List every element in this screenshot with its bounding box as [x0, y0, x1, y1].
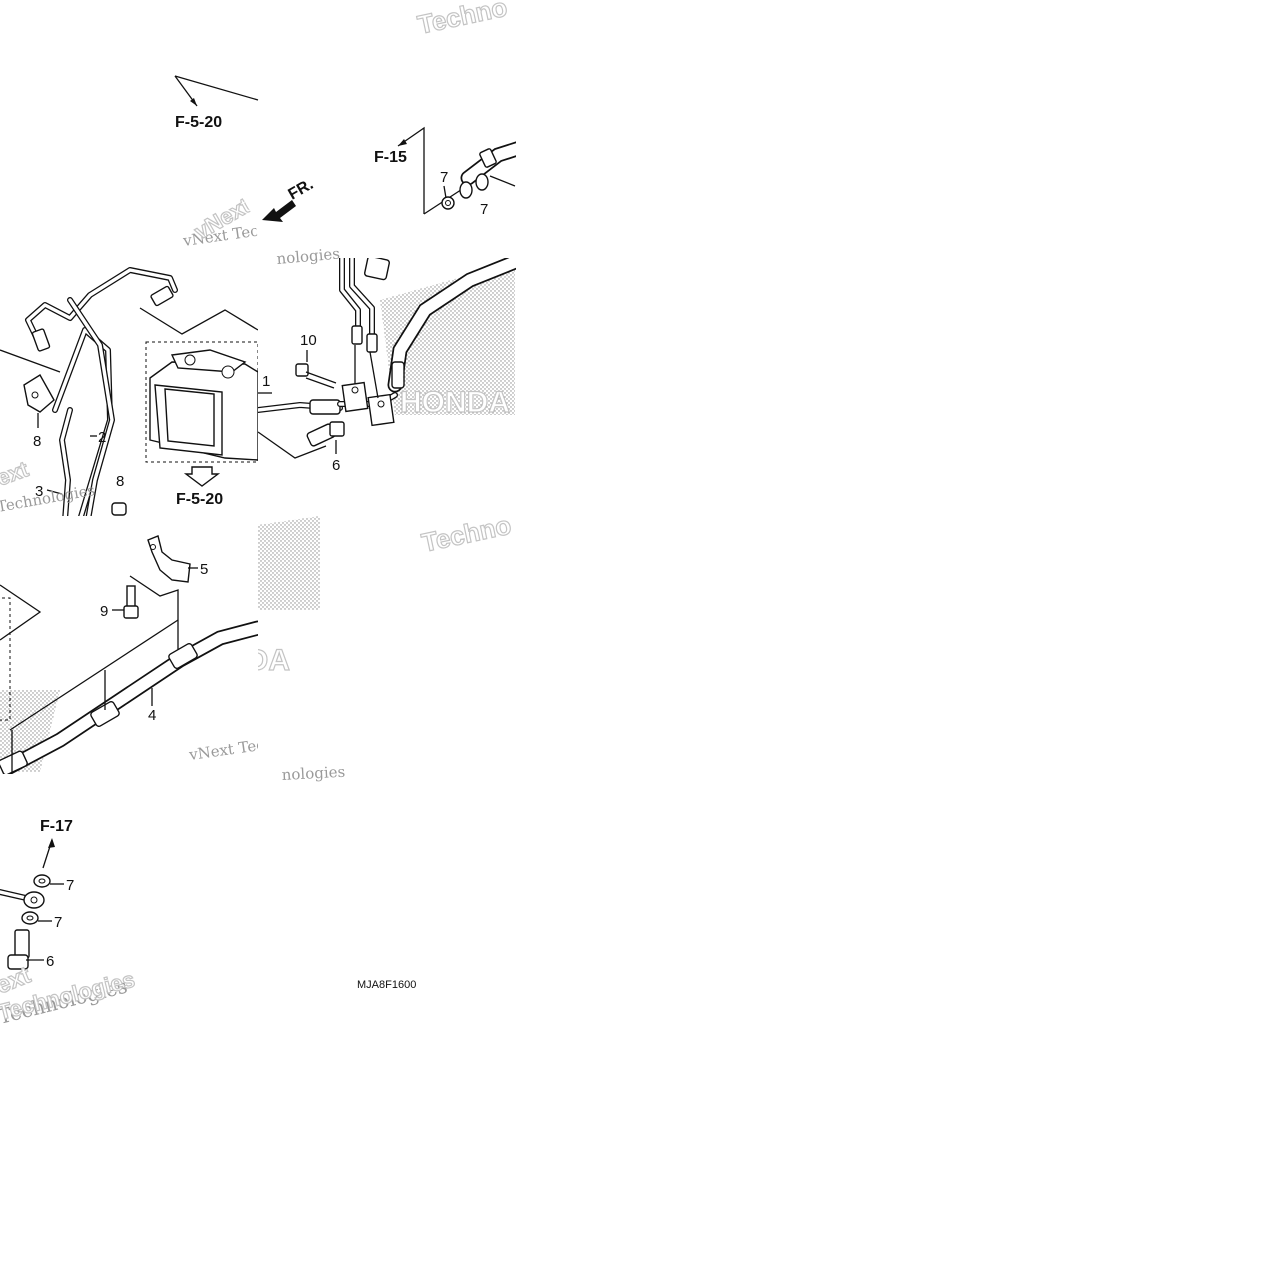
part-label-7-top-a: 7: [440, 169, 448, 186]
part-label-1: 1: [262, 373, 270, 390]
brand-watermark-2: HONDA: [180, 644, 290, 677]
part-label-6-mid: 6: [332, 457, 340, 474]
tile-middle-left: 8 2 3 8 F-5-20 Technologies ext: [0, 267, 258, 516]
part-label-9: 9: [100, 603, 108, 620]
bolt-9: [123, 585, 139, 619]
bolt-10: [295, 363, 337, 389]
ref-label-top-right: F-15: [374, 149, 407, 166]
tile-middle-right: 10 1 6: [258, 258, 516, 474]
part-label-5: 5: [200, 561, 208, 578]
watermark-nologies-1: nologies: [276, 245, 341, 268]
part-label-6-bottom: 6: [46, 953, 54, 970]
part-label-8-left: 8: [33, 433, 41, 450]
part-label-7-bottom-b: 7: [54, 914, 62, 931]
ref-label-top-left: F-5-20: [175, 114, 222, 131]
tile-lower-left: 5 9 4 vNext Tec: [0, 535, 266, 774]
joint-block-a: [341, 381, 369, 413]
joint-block-b: [367, 393, 395, 427]
clamp-5: [147, 535, 191, 583]
banjo-bolt-6-bottom: [7, 929, 30, 970]
part-label-3: 3: [35, 483, 43, 500]
part-label-7-bottom-a: 7: [66, 877, 74, 894]
ref-label-bottom: F-17: [40, 818, 73, 835]
watermark-nologies-2: nologies: [281, 763, 345, 784]
banjo-bolt-6-mid: [306, 421, 345, 447]
brand-watermark-1: HONDA: [400, 386, 510, 419]
watermark-vnext-tec-2: vNext Tec: [187, 736, 266, 765]
front-direction-label: FR.: [286, 176, 317, 204]
part-label-2: 2: [98, 429, 106, 446]
abs-modulator: [149, 349, 258, 461]
diagram-code: MJA8F1600: [357, 979, 416, 991]
part-label-8-lower: 8: [116, 473, 124, 490]
front-direction-arrow: FR.: [262, 176, 316, 222]
bracket-8-left: [23, 374, 55, 413]
brand-dot-watermark: [0, 262, 515, 772]
watermark-ext-1: ext: [0, 456, 32, 491]
part-label-10: 10: [300, 332, 317, 349]
tile-top-left: F-5-20 FR. vNext Tec vNext: [174, 75, 316, 250]
watermark-techno-1: Techno: [415, 0, 510, 40]
bottom-section: F-17 7 7 6 MJA8F1600 Technologies Techno…: [0, 818, 416, 1029]
part-label-4: 4: [148, 707, 156, 724]
ref-label-below-modulator: F-5-20: [176, 491, 223, 508]
watermark-techno-2: Techno: [419, 510, 514, 558]
tile-top-right: Techno F-15 7 7 nologies: [276, 0, 516, 268]
part-label-7-top-b: 7: [480, 201, 488, 218]
